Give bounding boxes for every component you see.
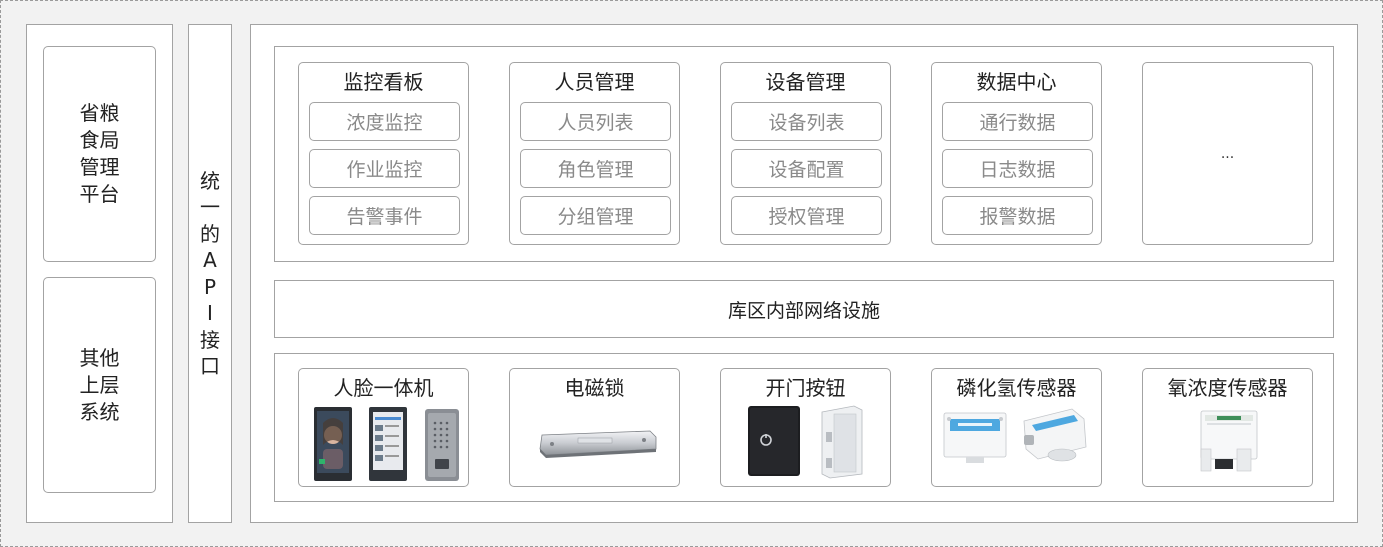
more-modules: ...	[1142, 62, 1313, 245]
module-title: 数据中心	[976, 70, 1057, 94]
module-title: 人员管理	[554, 70, 635, 94]
internal-network-layer: 库区内部网络设施	[274, 280, 1334, 338]
device-phosphine-sensor: 磷化氢传感器	[931, 368, 1102, 487]
module-item: 人员列表	[520, 102, 671, 141]
device-title: 人脸一体机	[333, 376, 434, 400]
module-monitoring-board: 监控看板 浓度监控 作业监控 告警事件	[298, 62, 469, 245]
module-item: 设备配置	[731, 149, 882, 188]
phosphine-sensor-icon	[943, 408, 1087, 463]
module-item: 告警事件	[309, 196, 460, 235]
module-title: 设备管理	[765, 70, 846, 94]
module-item: 浓度监控	[309, 102, 460, 141]
device-magnetic-lock: 电磁锁	[509, 368, 680, 487]
module-item: 角色管理	[520, 149, 671, 188]
device-title: 磷化氢传感器	[956, 376, 1077, 400]
provincial-grain-platform: 省粮 食局 管理 平台	[43, 46, 156, 262]
oxygen-sensor-icon	[1200, 410, 1258, 472]
module-title: 监控看板	[343, 70, 424, 94]
module-item: 授权管理	[731, 196, 882, 235]
device-oxygen-sensor: 氧浓度传感器	[1142, 368, 1313, 487]
device-face-terminal: 人脸一体机	[298, 368, 469, 487]
module-item: 分组管理	[520, 196, 671, 235]
module-item: 日志数据	[942, 149, 1093, 188]
device-title: 电磁锁	[564, 376, 625, 400]
module-item: 设备列表	[731, 102, 882, 141]
module-device-management: 设备管理 设备列表 设备配置 授权管理	[720, 62, 891, 245]
magnetic-lock-icon	[539, 430, 657, 458]
device-title: 氧浓度传感器	[1167, 376, 1288, 400]
module-item: 作业监控	[309, 149, 460, 188]
device-title: 开门按钮	[765, 376, 846, 400]
module-data-center: 数据中心 通行数据 日志数据 报警数据	[931, 62, 1102, 245]
unified-api-interface: 统 一 的 A P I 接 口	[188, 24, 232, 523]
module-personnel-management: 人员管理 人员列表 角色管理 分组管理	[509, 62, 680, 245]
other-upper-systems: 其他 上层 系统	[43, 277, 156, 493]
device-door-button: 开门按钮	[720, 368, 891, 487]
door-button-icon	[748, 405, 863, 479]
module-item: 通行数据	[942, 102, 1093, 141]
face-terminal-icon	[314, 407, 459, 481]
module-item: 报警数据	[942, 196, 1093, 235]
